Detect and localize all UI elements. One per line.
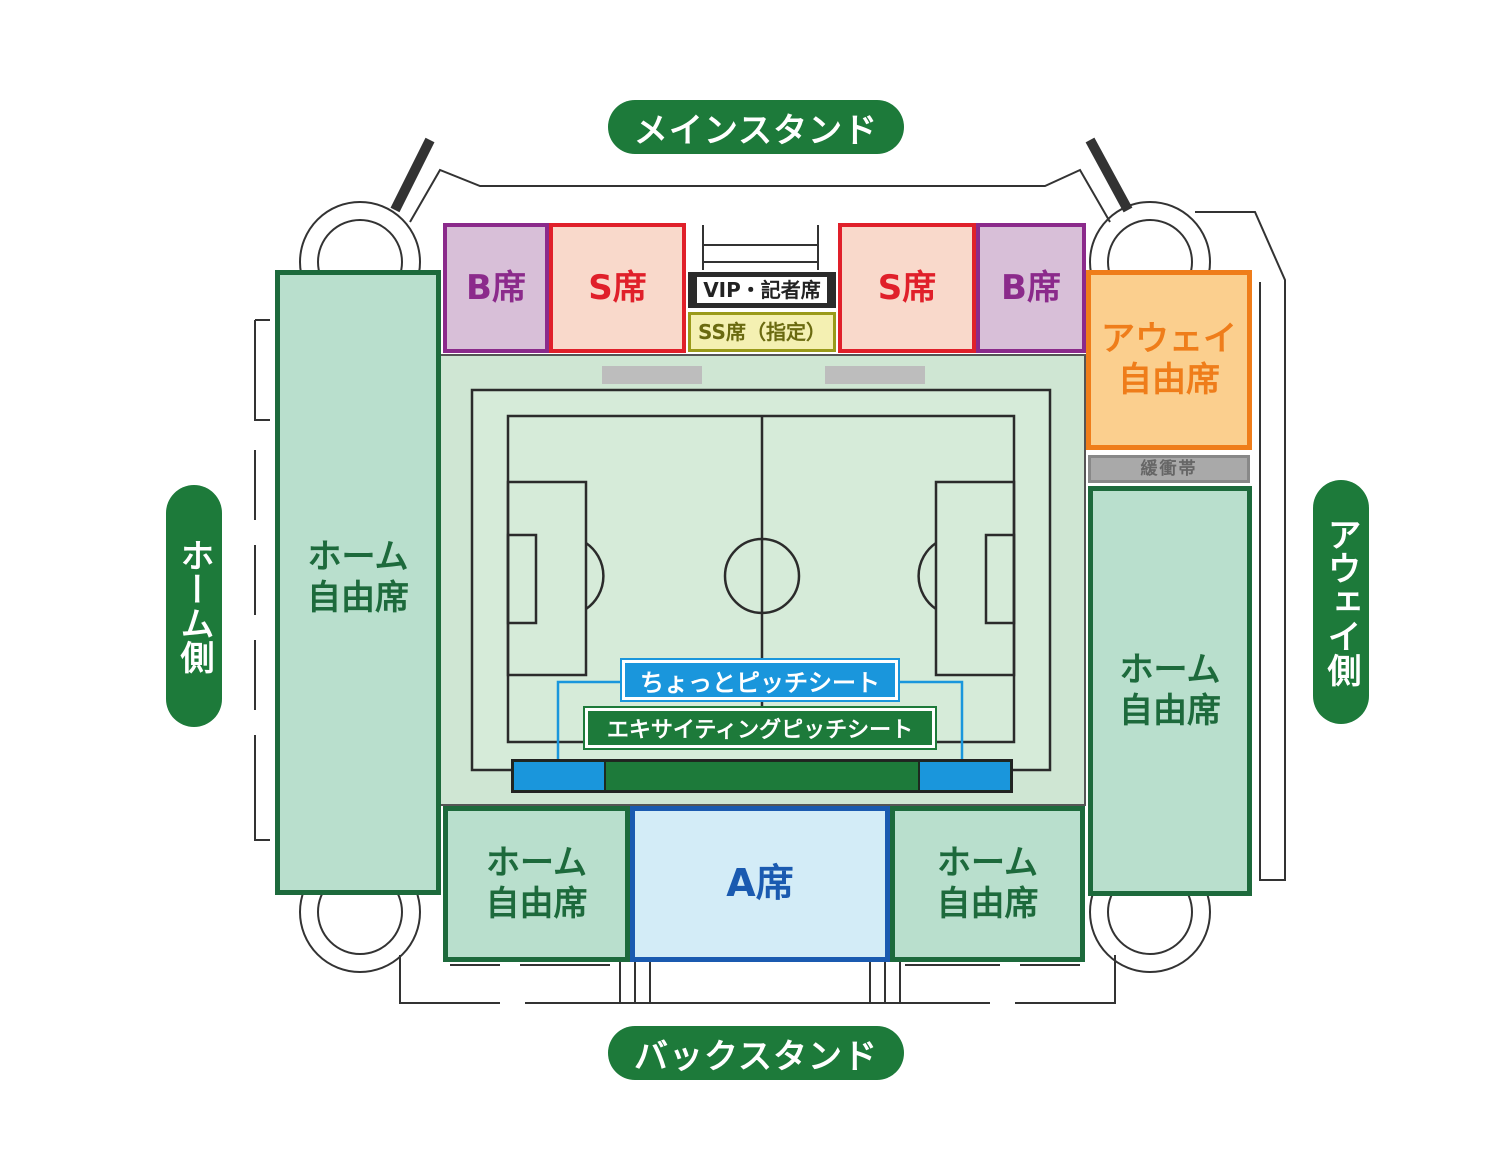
chotto-pitch-seat-label[interactable]: ちょっとピッチシート — [620, 658, 900, 702]
back-stand-label: バックスタンド — [608, 1026, 904, 1080]
b-seat-right-label: B席 — [1001, 267, 1061, 308]
s-seat-right-label: S席 — [877, 267, 937, 308]
home-free-seat-back-left-label-2: 自由席 — [485, 884, 588, 924]
b-seat-left-label: B席 — [466, 267, 526, 308]
b-seat-left[interactable]: B席 — [443, 223, 549, 353]
home-free-seat-left[interactable]: ホーム 自由席 — [275, 270, 441, 895]
vip-press-seat-label: VIP・記者席 — [697, 277, 827, 303]
home-free-seat-back-right[interactable]: ホーム 自由席 — [890, 806, 1085, 962]
home-free-seat-left-label-2: 自由席 — [307, 577, 409, 618]
away-free-seat-label-2: 自由席 — [1118, 360, 1220, 400]
away-free-seat-label-1: アウェイ — [1101, 319, 1237, 360]
s-seat-left-label: S席 — [588, 267, 647, 308]
ss-reserved-seat-label: SS席（指定） — [698, 320, 826, 344]
s-seat-left[interactable]: S席 — [549, 223, 686, 353]
home-free-seat-right-label-2: 自由席 — [1119, 691, 1221, 731]
home-free-seat-back-left[interactable]: ホーム 自由席 — [443, 806, 630, 962]
vip-press-seat[interactable]: VIP・記者席 — [688, 272, 836, 308]
buffer-zone: 緩衝帯 — [1088, 455, 1250, 483]
home-free-seat-right[interactable]: ホーム 自由席 — [1088, 486, 1252, 896]
b-seat-right[interactable]: B席 — [976, 223, 1086, 353]
s-seat-right[interactable]: S席 — [838, 223, 976, 353]
home-side-label: ホーム側 — [166, 485, 222, 727]
away-free-seat[interactable]: アウェイ 自由席 — [1086, 270, 1252, 450]
ss-reserved-seat[interactable]: SS席（指定） — [688, 312, 836, 352]
home-free-seat-left-label-1: ホーム — [307, 537, 409, 577]
home-free-seat-back-left-label-1: ホーム — [486, 843, 587, 884]
a-seat[interactable]: A席 — [630, 806, 890, 962]
away-side-label: アウェイ側 — [1313, 480, 1369, 724]
exciting-pitch-seat-label[interactable]: エキサイティングピッチシート — [583, 706, 937, 750]
a-seat-label: A席 — [726, 861, 794, 906]
home-free-seat-back-right-label-2: 自由席 — [936, 884, 1039, 924]
home-free-seat-right-label-1: ホーム — [1119, 650, 1221, 691]
main-stand-label: メインスタンド — [608, 100, 904, 154]
home-free-seat-back-right-label-1: ホーム — [937, 843, 1038, 884]
buffer-zone-label: 緩衝帯 — [1140, 458, 1198, 479]
